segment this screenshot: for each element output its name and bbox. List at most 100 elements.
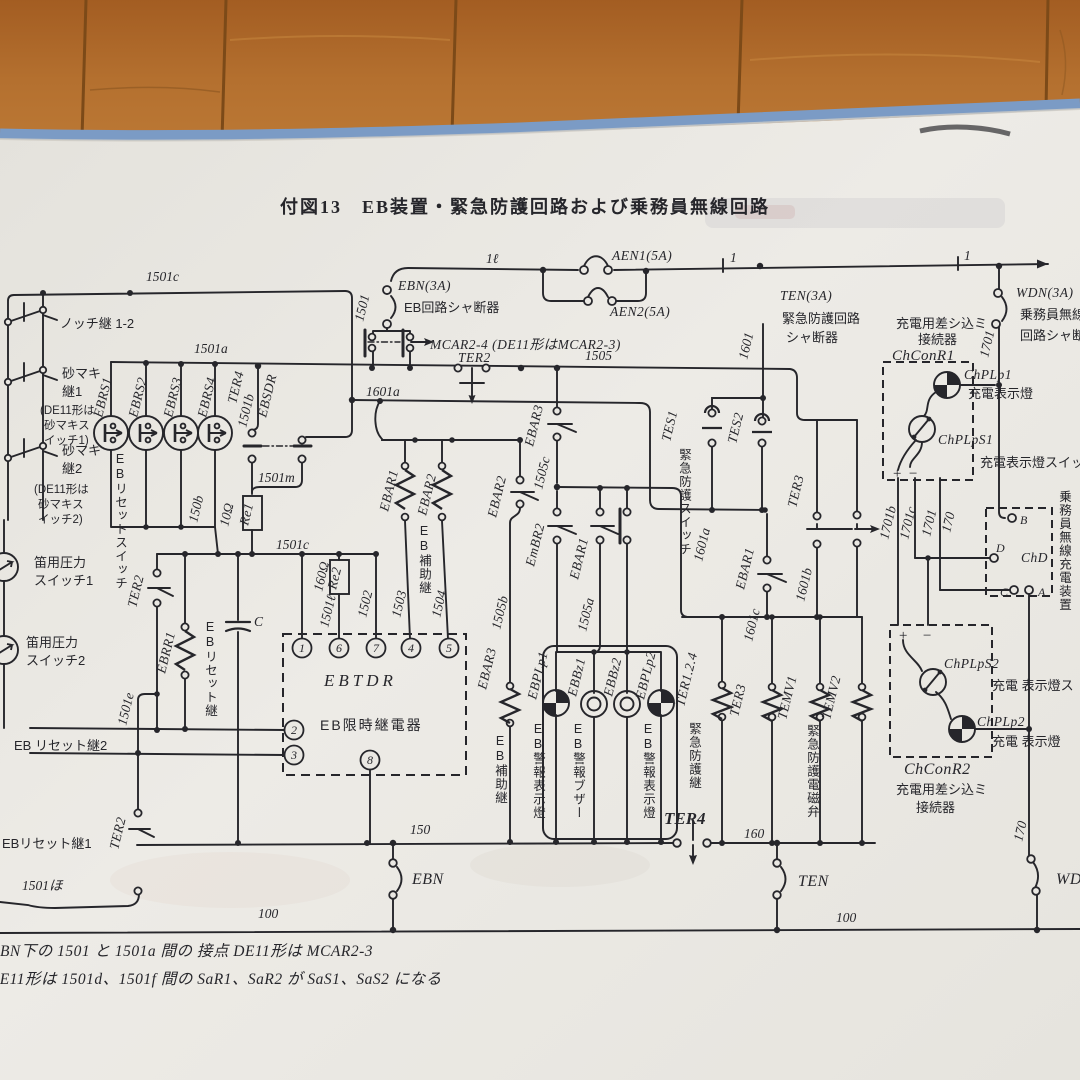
chg1-plus: + xyxy=(892,466,903,482)
label-10ohm: 10Ω xyxy=(216,501,236,527)
wire-150b: 150b xyxy=(185,494,206,524)
wire-1701-top: 1701 xyxy=(976,329,997,359)
chg1-desc2: 接続器 xyxy=(918,332,957,347)
chg2-name: ChConR2 xyxy=(904,761,971,778)
ebtdr-box xyxy=(282,633,467,776)
lamp-group-box xyxy=(542,645,678,840)
note2-l3: イッチ2) xyxy=(38,513,83,526)
charge-lamp-2 xyxy=(948,715,976,743)
footnote-line1: EBN下の 1501 と 1501a 間の 接点 DE11形は MCAR2-3 xyxy=(0,942,373,960)
wire-1501c-top: 1501c xyxy=(146,269,179,284)
eb-alarm-lamp-2 xyxy=(647,689,675,717)
fuse-aen1: AEN1(5A) xyxy=(611,248,672,263)
ebrs-switch-symbols xyxy=(93,415,233,451)
chg1-switch-name: ChPLpS1 xyxy=(938,432,993,447)
label-suna2a: 砂マキ xyxy=(62,443,101,458)
chg1-name: ChConR1 xyxy=(892,348,955,364)
wire-170: 170 xyxy=(938,510,958,534)
ebar3-coil xyxy=(498,687,522,725)
wire-100-right: 100 xyxy=(836,910,857,925)
component-symbols xyxy=(0,361,1053,840)
label-suna1b: 継1 xyxy=(62,384,82,399)
note2-l1: (DE11形は xyxy=(34,483,89,496)
chg1-desc1: 充電用差シ込ミ xyxy=(896,316,987,331)
breaker-ten: TEN(3A) xyxy=(780,288,832,303)
chd-a: A xyxy=(1037,585,1046,599)
wire-100-left: 100 xyxy=(258,906,279,921)
chg1-lamp-desc: 充電表示燈 xyxy=(968,386,1033,401)
label-alarm-buzzer: EB警報ブザー xyxy=(571,722,585,820)
contact-ter2-top: TER2 xyxy=(458,350,491,365)
label-suna1a: 砂マキ xyxy=(62,366,101,381)
eb-alarm-buzzer-2 xyxy=(613,690,641,718)
chd-d: D xyxy=(995,541,1005,555)
wire-1503: 1503 xyxy=(388,589,409,619)
ebar2-coil xyxy=(430,469,454,510)
ebtdr-t4: 4 xyxy=(408,641,414,655)
temv1-coil xyxy=(807,688,833,723)
chg2-minus: − xyxy=(922,628,933,644)
wire-1501m: 1501m xyxy=(258,470,295,485)
chconr1-box xyxy=(882,361,974,481)
label-ebreset1: EBリセット継1 xyxy=(2,836,92,851)
contact-mcar: MCAR2-4 (DE11形はMCAR2-3) xyxy=(429,337,621,352)
breaker-ten-bottom: TEN xyxy=(798,873,830,890)
label-eb-reset-switch: EBリセットスイッチ xyxy=(113,452,127,590)
stain xyxy=(110,852,350,908)
footnote-line2: DE11形は 1501d、1501f 間の SaR1、SaR2 が SaS1、S… xyxy=(0,970,442,988)
wire-1505: 1505 xyxy=(585,348,612,363)
tes2-button xyxy=(752,412,772,434)
label-fue2a: 笛用圧力 xyxy=(26,635,78,650)
ebtdr-t3: 3 xyxy=(290,748,297,762)
note1-l2: 砂マキス xyxy=(44,419,90,432)
ebtdr-name: EBTDR xyxy=(323,671,397,690)
chg2-lamp-name: ChPLp2 xyxy=(977,714,1025,729)
chd-name: ChD xyxy=(1021,550,1048,565)
breaker-ebn: EBN(3A) xyxy=(397,278,451,293)
breaker-wd-bottom: WD xyxy=(1056,871,1080,888)
wire-1501c-mid: 1501c xyxy=(276,537,309,552)
label-ebreset2: EB リセット継2 xyxy=(14,738,107,753)
wires xyxy=(0,255,1080,934)
label-re2: Re2 xyxy=(324,565,344,591)
bleedthrough-smudge xyxy=(735,205,795,219)
chg1-switch-desc: 充電表示燈スイッチ xyxy=(980,455,1080,470)
wire-170-wd: 170 xyxy=(1010,819,1030,843)
switch-tes1: TES1 xyxy=(658,409,680,443)
ebrr1-coil xyxy=(173,630,197,671)
label-capacitor: C xyxy=(254,614,264,629)
label-fue1b: スイッチ1 xyxy=(34,573,93,588)
wire-1l: 1ℓ xyxy=(486,251,499,266)
ebtdr-t2: 2 xyxy=(291,723,297,737)
wire-150: 150 xyxy=(410,822,431,837)
wire-1501: 1501 xyxy=(351,293,372,323)
wire-1-b: 1 xyxy=(964,248,971,263)
eb-alarm-buzzer-1 xyxy=(580,690,608,718)
chg1-lamp-name: ChPLp1 xyxy=(964,367,1012,382)
ebtdr-t1: 1 xyxy=(299,641,305,655)
chg2-lamp-desc: 充電 表示燈 xyxy=(992,734,1061,749)
fuse-aen2: AEN2(5A) xyxy=(609,304,670,319)
contact-ter4-bottom: TER4 xyxy=(664,809,706,828)
diagram-labels: 付図13 EB装置・緊急防護回路および乗務員無線回路 1ℓ AEN1(5A) A… xyxy=(0,196,1080,988)
label-alarm-lamp-2: EB警報表示燈 xyxy=(641,722,655,820)
chg2-switch-name: ChPLpS2 xyxy=(944,656,999,671)
ebtdr-t5: 5 xyxy=(446,641,452,655)
breaker-ten-desc1: 緊急防護回路 xyxy=(782,311,860,326)
label-re1: Re1 xyxy=(236,501,256,527)
switch-tes2: TES2 xyxy=(724,411,746,445)
chd-box xyxy=(985,507,1053,597)
label-alarm-lamp-1: EB警報表示燈 xyxy=(531,722,545,820)
breaker-ebn-bottom: EBN xyxy=(411,871,445,888)
label-eb-aux-relay: EB補助継 xyxy=(417,524,431,595)
wire-160: 160 xyxy=(744,826,765,841)
label-eb-reset-relay: EBリセット継 xyxy=(203,620,217,718)
label-emerg-relay: 緊急防護継 xyxy=(687,722,701,790)
ebtdr-desc: EB限時継電器 xyxy=(320,717,423,733)
note1-l3: イッチ1) xyxy=(44,434,89,447)
ebtdr-t6: 6 xyxy=(336,641,342,655)
label-160ohm: 160Ω xyxy=(310,560,332,593)
breaker-ebn-desc: EB回路シャ断器 xyxy=(404,300,499,315)
